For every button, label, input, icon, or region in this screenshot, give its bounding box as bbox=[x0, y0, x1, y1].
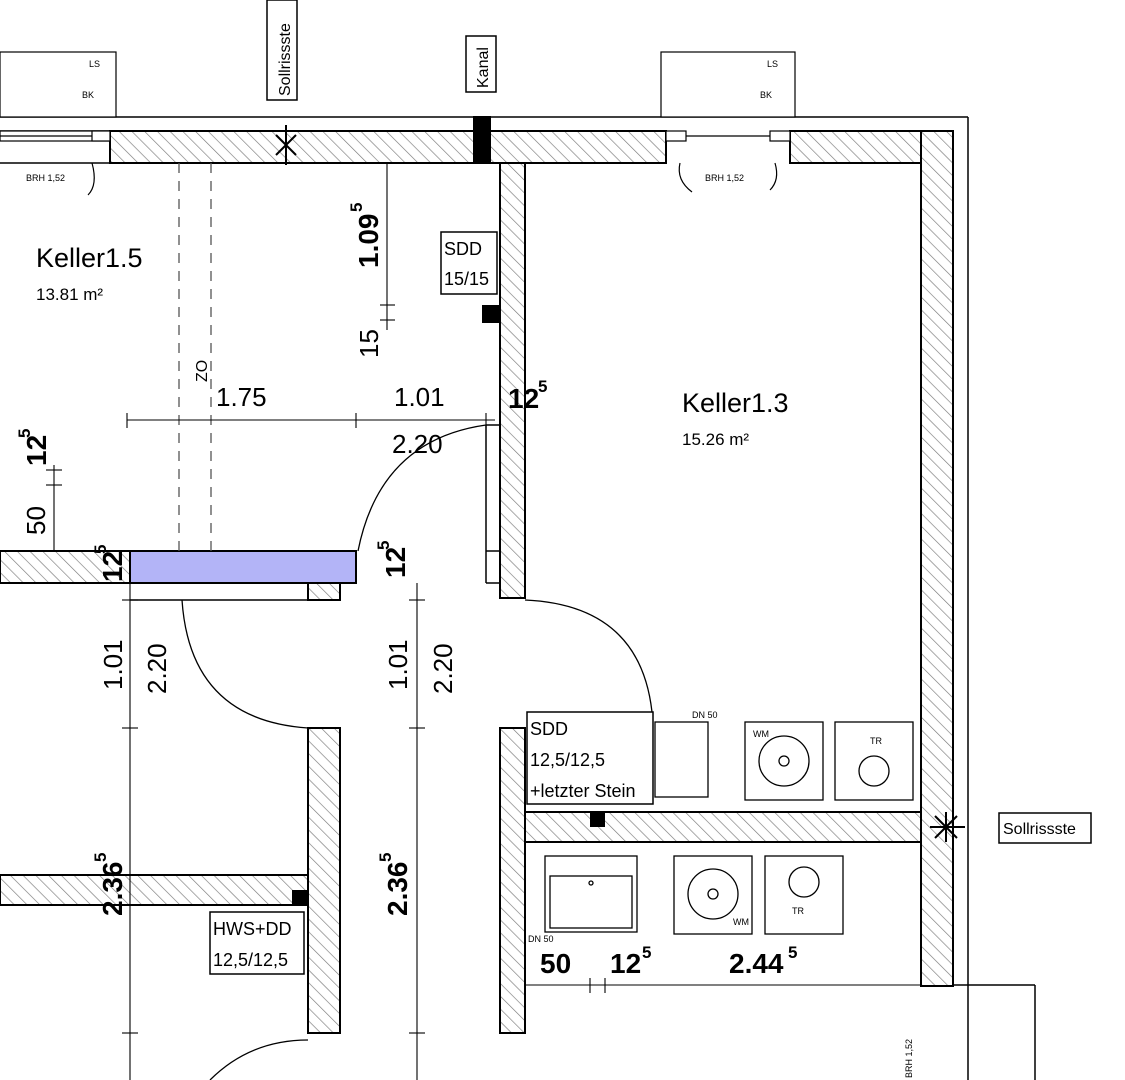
sollriss-box-right bbox=[998, 812, 1092, 844]
dn-label-lower: DN 50 bbox=[528, 934, 554, 944]
light-shaft-label-ls-left: LS bbox=[89, 59, 100, 69]
room-area-keller-1-3: 15.26 m² bbox=[682, 430, 749, 449]
dim-12-left-sup: 5 bbox=[15, 429, 34, 438]
wall-lower-vertical bbox=[307, 727, 341, 1034]
dim-1-01-top: 1.01 bbox=[394, 382, 445, 412]
room-area-keller-1-5: 13.81 m² bbox=[36, 285, 103, 304]
dim-12-left: 12 bbox=[21, 435, 52, 466]
sollriss-box-top bbox=[266, 0, 298, 101]
dim-1-09-sup: 5 bbox=[347, 203, 366, 212]
dim-2-44: 2.44 bbox=[729, 948, 784, 979]
sdd-tag-top-line2: 15/15 bbox=[444, 269, 489, 289]
dim-12-a: 12 bbox=[97, 551, 128, 582]
sollriss-markers bbox=[275, 125, 965, 842]
dn-label-upper: DN 50 bbox=[692, 710, 718, 720]
zo-dashed-lines bbox=[178, 163, 212, 551]
dim-2-36-a-sup: 5 bbox=[91, 853, 110, 862]
hws-tag-line1: HWS+DD bbox=[213, 919, 292, 939]
dim-50-left: 50 bbox=[21, 506, 51, 535]
window-swings bbox=[87, 162, 778, 196]
brh-label-right: BRH 1,52 bbox=[705, 173, 744, 183]
dim-50-bottom: 50 bbox=[540, 948, 571, 979]
kanal-box bbox=[465, 35, 497, 93]
pipe-marker-2 bbox=[590, 812, 605, 827]
pipe-marker-3 bbox=[292, 890, 308, 906]
dim-12-a-sup: 5 bbox=[91, 545, 110, 554]
sdd-tag-middle-line3: +letzter Stein bbox=[530, 781, 636, 801]
wall-top-left bbox=[109, 130, 475, 164]
tr-label-upper: TR bbox=[870, 736, 882, 746]
dim-1-01-b: 1.01 bbox=[383, 639, 413, 690]
wall-top-middle bbox=[489, 130, 667, 164]
dim-2-36-b-sup: 5 bbox=[376, 853, 395, 862]
wall-stub bbox=[307, 582, 341, 601]
dim-12-right: 12 bbox=[508, 383, 539, 414]
dim-12-bottom-sup: 5 bbox=[642, 943, 651, 962]
dim-15: 15 bbox=[354, 329, 384, 358]
dim-12-right-sup: 5 bbox=[538, 377, 547, 396]
dim-2-20-top: 2.20 bbox=[392, 429, 443, 459]
wall-middle-vertical bbox=[499, 162, 526, 599]
sollriss-label-right: Sollrissste bbox=[1003, 821, 1076, 838]
dim-2-20-b: 2.20 bbox=[428, 643, 458, 694]
brh-label-left: BRH 1,52 bbox=[26, 173, 65, 183]
dim-1-75: 1.75 bbox=[216, 382, 267, 412]
brh-label-bottom: BRH 1,52 bbox=[904, 1039, 914, 1078]
dim-2-36-b: 2.36 bbox=[382, 862, 413, 917]
sollriss-label-top: Sollrissste bbox=[277, 23, 294, 96]
windows bbox=[0, 51, 796, 142]
zo-label: ZO bbox=[194, 360, 211, 382]
dim-12-bottom: 12 bbox=[610, 948, 641, 979]
wm-label-upper: WM bbox=[753, 729, 769, 739]
wall-right bbox=[920, 130, 954, 987]
kanal-label: Kanal bbox=[475, 47, 492, 88]
hws-tag bbox=[209, 911, 305, 975]
door-swings bbox=[181, 424, 653, 1080]
room-name-keller-1-3: Keller1.3 bbox=[682, 388, 789, 418]
dimension-lines bbox=[46, 163, 921, 1080]
dim-2-20-a: 2.20 bbox=[142, 643, 172, 694]
hws-tag-line2: 12,5/12,5 bbox=[213, 950, 288, 970]
pipe-marker-1 bbox=[482, 305, 500, 323]
light-shaft-label-ls-right: LS bbox=[767, 59, 778, 69]
dim-2-44-sup: 5 bbox=[788, 943, 797, 962]
fixtures bbox=[544, 721, 914, 935]
sdd-tag-top-line1: SDD bbox=[444, 239, 482, 259]
dim-1-01-a: 1.01 bbox=[98, 639, 128, 690]
kanal-pipe bbox=[473, 116, 491, 164]
dim-12-b: 12 bbox=[380, 547, 411, 578]
sdd-tag-middle bbox=[526, 711, 654, 805]
dim-1-09: 1.09 bbox=[353, 214, 384, 269]
sdd-tag-top bbox=[440, 231, 498, 295]
dim-12-b-sup: 5 bbox=[374, 541, 393, 550]
room-name-keller-1-5: Keller1.5 bbox=[36, 243, 143, 273]
tr-label-lower: TR bbox=[792, 906, 804, 916]
light-shaft-label-bk-right: BK bbox=[760, 90, 772, 100]
walls bbox=[0, 116, 954, 1034]
wall-lower-left-horizontal bbox=[0, 874, 309, 906]
lintel-highlight bbox=[129, 550, 357, 584]
wm-label-lower: WM bbox=[733, 917, 749, 927]
light-shaft-label-bk-left: BK bbox=[82, 90, 94, 100]
wall-horizontal-right bbox=[524, 811, 922, 843]
sdd-tag-middle-line1: SDD bbox=[530, 719, 568, 739]
dim-2-36-a: 2.36 bbox=[97, 862, 128, 917]
wall-mid-left-lower bbox=[499, 727, 526, 1034]
sdd-tag-middle-line2: 12,5/12,5 bbox=[530, 750, 605, 770]
sink-upper bbox=[654, 721, 709, 798]
